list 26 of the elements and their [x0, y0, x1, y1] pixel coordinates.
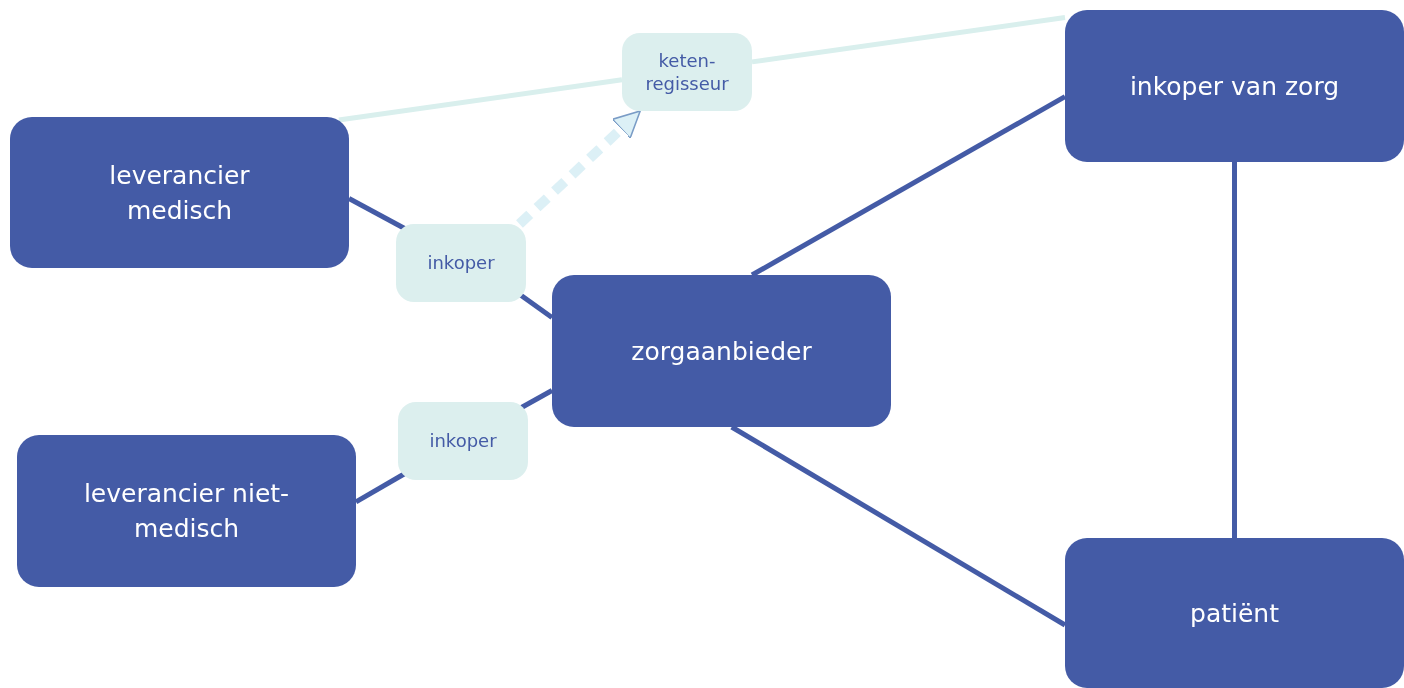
role-box	[396, 224, 526, 302]
node-label: leverancier niet-medisch	[82, 478, 291, 545]
node-label: patiënt	[1190, 597, 1279, 630]
connector-line	[730, 424, 1067, 628]
node-label: keten-regisseur	[644, 48, 730, 96]
connector-line	[338, 77, 623, 123]
connector-line	[347, 196, 407, 231]
connector-line	[750, 94, 1067, 278]
connector-line	[518, 292, 554, 320]
node-label: inkoper	[429, 429, 497, 453]
role-box	[622, 33, 752, 111]
node-label: inkoper van zorg	[1129, 70, 1340, 103]
arrow	[516, 110, 641, 228]
node-label: inkoper	[427, 251, 495, 275]
process-box	[10, 117, 349, 268]
connector-line	[751, 15, 1066, 65]
process-box	[1065, 10, 1404, 162]
process-box	[17, 435, 356, 587]
process-box	[552, 275, 891, 427]
connector-line	[1232, 162, 1237, 538]
process-box	[1065, 538, 1404, 688]
node-label: zorgaanbieder	[631, 335, 812, 368]
connector-line	[354, 471, 406, 505]
role-box	[398, 402, 528, 480]
connector-line	[520, 388, 554, 410]
node-label: leverancier medisch	[108, 159, 251, 227]
